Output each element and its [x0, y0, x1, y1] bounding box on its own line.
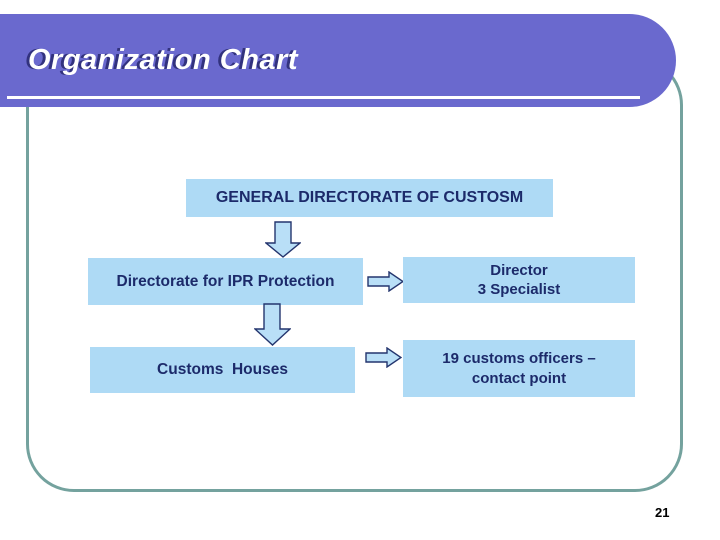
right-arrow-icon [365, 347, 402, 368]
slide-title: Organization Chart [28, 44, 299, 76]
org-box-ipr-directorate: Directorate for IPR Protection [88, 258, 363, 305]
title-underline [7, 96, 640, 99]
down-arrow-icon [254, 303, 291, 346]
org-box-general-directorate: GENERAL DIRECTORATE OF CUSTOSM [186, 179, 553, 217]
down-arrow-icon [265, 221, 301, 258]
title-banner: Organization Chart [0, 14, 676, 107]
org-box-customs-officers: 19 customs officers – contact point [403, 340, 635, 397]
org-box-customs-officers-line2: contact point [471, 369, 567, 387]
org-box-general-directorate-label: GENERAL DIRECTORATE OF CUSTOSM [215, 189, 524, 206]
page-number: 21 [655, 505, 670, 520]
org-box-customs-houses-label: Customs Houses [157, 361, 288, 378]
org-box-director-line2: 3 Specialist [477, 281, 561, 298]
org-box-ipr-directorate-label: Directorate for IPR Protection [116, 272, 335, 290]
right-arrow-icon [367, 271, 404, 292]
org-box-director: Director 3 Specialist [403, 257, 635, 303]
org-box-customs-officers-line1: 19 customs officers – [442, 349, 596, 367]
org-box-director-line1: Director [490, 262, 548, 279]
org-box-customs-houses: Customs Houses [90, 347, 355, 393]
